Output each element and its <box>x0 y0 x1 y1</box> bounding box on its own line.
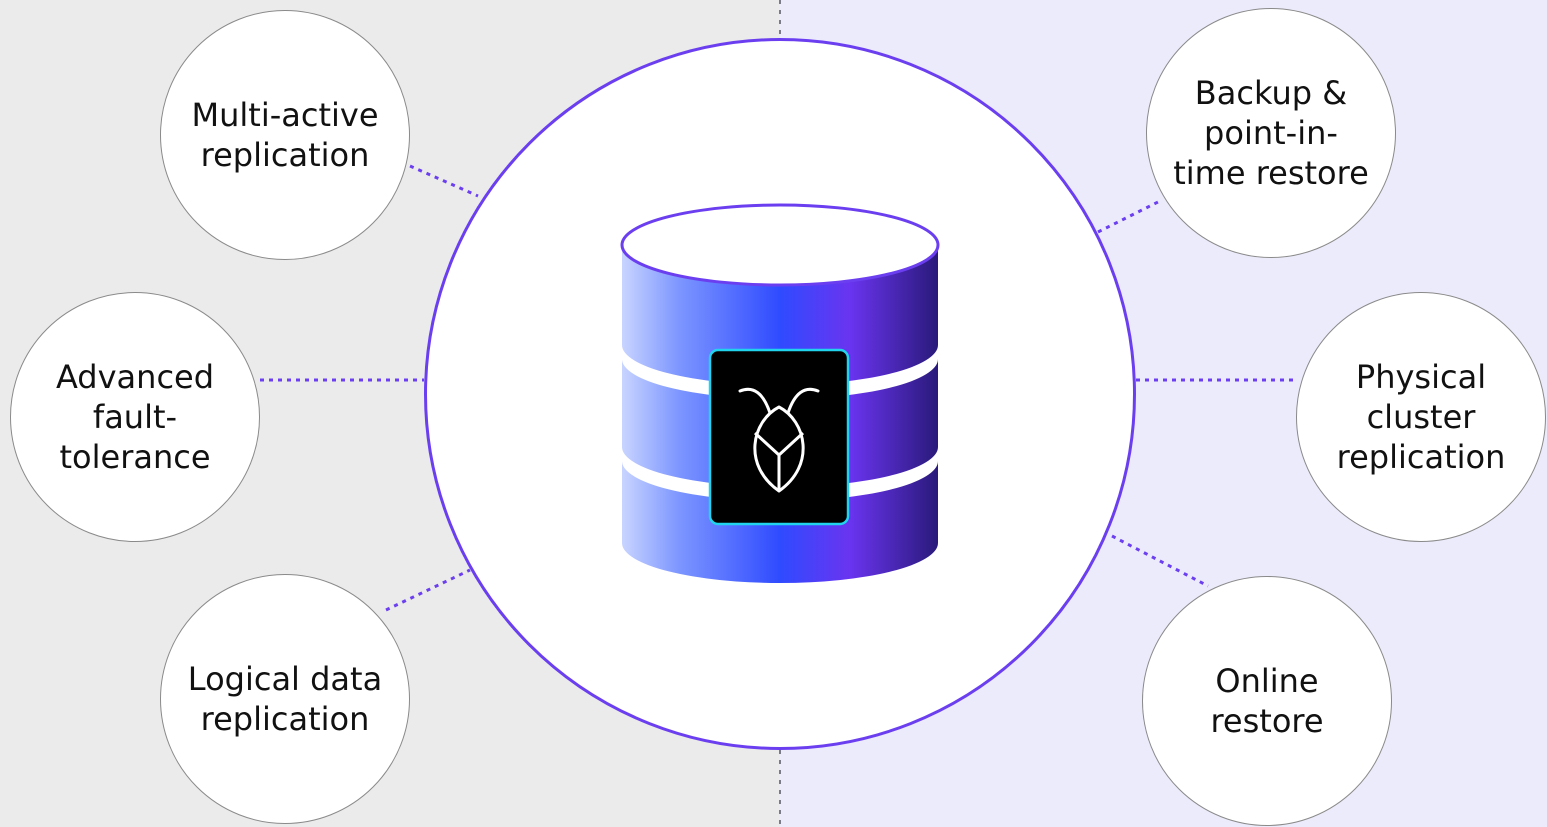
feature-online-restore: Online restore <box>1142 576 1392 826</box>
feature-label: Physical cluster replication <box>1336 358 1506 476</box>
cylinder-band-upper <box>622 345 938 399</box>
connector-backup <box>1097 198 1163 234</box>
cylinder-top <box>620 203 940 287</box>
feature-label: Backup & point-in- time restore <box>1173 74 1369 192</box>
feature-label: Advanced fault- tolerance <box>55 358 215 476</box>
feature-logical-data-replication: Logical data replication <box>160 574 410 824</box>
connector-online-restore <box>1111 534 1209 588</box>
feature-multi-active-replication: Multi-active replication <box>160 10 410 260</box>
database-cylinder-icon <box>620 203 940 583</box>
feature-backup-point-in-time-restore: Backup & point-in- time restore <box>1146 8 1396 258</box>
connector-multi-active <box>409 164 479 198</box>
feature-label: Online restore <box>1210 662 1324 740</box>
cockroach-logo <box>708 348 850 526</box>
feature-advanced-fault-tolerance: Advanced fault- tolerance <box>10 292 260 542</box>
connector-logical-data <box>385 568 471 612</box>
feature-label: Multi-active replication <box>191 96 379 174</box>
feature-label: Logical data replication <box>187 660 383 738</box>
feature-physical-cluster-replication: Physical cluster replication <box>1296 292 1546 542</box>
cylinder-band-lower <box>622 447 938 501</box>
